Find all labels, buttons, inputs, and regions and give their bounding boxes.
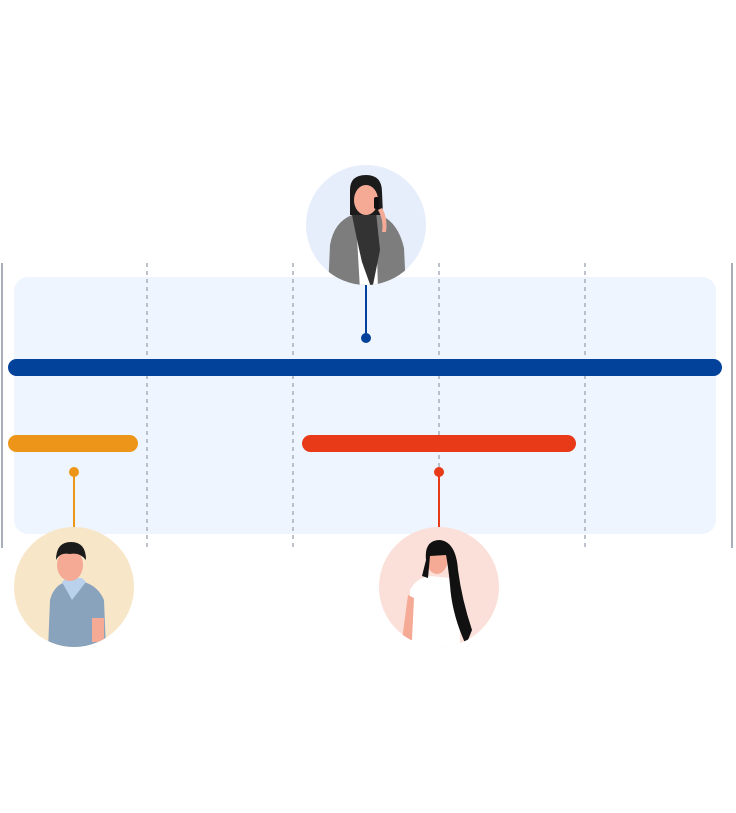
man-avatar	[14, 527, 134, 647]
orange-connector-dot	[69, 467, 79, 477]
orange-timeline-bar	[8, 435, 138, 452]
primary-timeline-bar	[8, 359, 722, 376]
timeline-panel	[14, 277, 716, 534]
woman-avatar	[379, 527, 499, 647]
person-on-phone-avatar	[306, 165, 426, 285]
top-connector-dot	[361, 333, 371, 343]
red-connector-dot	[434, 467, 444, 477]
red-timeline-bar	[302, 435, 576, 452]
